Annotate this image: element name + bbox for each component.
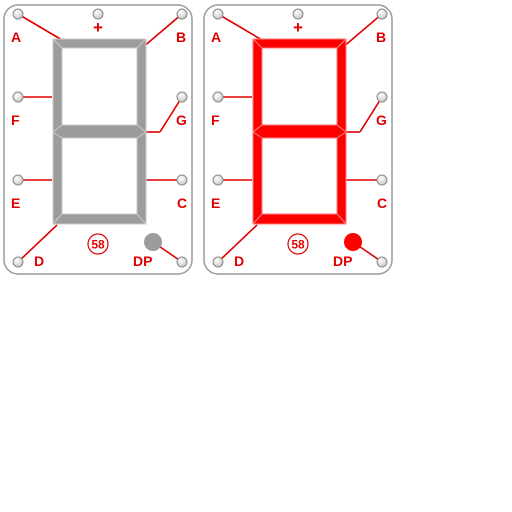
pin-a [12, 8, 24, 20]
label-a: A [211, 29, 221, 45]
segment-e [252, 131, 263, 225]
decimal-point [144, 233, 162, 251]
label-plus: + [293, 18, 303, 37]
segment-f [252, 38, 263, 133]
pin-a [212, 8, 224, 20]
pins [212, 8, 388, 268]
pins [12, 8, 188, 268]
pin-plus [92, 8, 104, 20]
label-c: C [377, 195, 387, 211]
segments [52, 38, 147, 225]
segment-a [252, 38, 347, 49]
label-g: G [376, 112, 387, 128]
segment-e [52, 131, 63, 225]
decimal-point [344, 233, 362, 251]
seven-segment-display-off: 58 A + B F G E C D DP [3, 4, 193, 275]
part-badge-circle [87, 233, 109, 255]
pin-d [212, 256, 224, 268]
pin-f [212, 91, 224, 103]
label-d: D [34, 253, 44, 269]
segments [252, 38, 347, 225]
label-a: A [11, 29, 21, 45]
pin-e [212, 174, 224, 186]
pin-b [176, 8, 188, 20]
segment-g [52, 124, 147, 139]
label-f: F [211, 112, 220, 128]
pin-c [176, 174, 188, 186]
pin-dp [176, 256, 188, 268]
segment-b [336, 38, 347, 133]
part-badge: 58 [291, 238, 305, 252]
label-d: D [234, 253, 244, 269]
pin-f [12, 91, 24, 103]
pin-e [12, 174, 24, 186]
pin-g [376, 91, 388, 103]
label-f: F [11, 112, 20, 128]
segment-c [136, 131, 147, 225]
pin-d [12, 256, 24, 268]
label-g: G [176, 112, 187, 128]
segment-g [252, 124, 347, 139]
label-dp: DP [133, 253, 152, 269]
segment-b [136, 38, 147, 133]
label-c: C [177, 195, 187, 211]
segment-d [52, 213, 147, 225]
pin-dp [376, 256, 388, 268]
segment-f [52, 38, 63, 133]
pin-labels: A + B F G E C D DP [11, 18, 187, 269]
pin-plus [292, 8, 304, 20]
pin-c [376, 174, 388, 186]
part-badge: 58 [91, 238, 105, 252]
pin-labels: A + B F G E C D DP [211, 18, 387, 269]
segment-c [336, 131, 347, 225]
pin-b [376, 8, 388, 20]
segment-d [252, 213, 347, 225]
label-b: B [376, 29, 386, 45]
pin-g [176, 91, 188, 103]
part-badge-circle [287, 233, 309, 255]
label-plus: + [93, 18, 103, 37]
label-e: E [11, 195, 20, 211]
wires [217, 13, 383, 263]
label-dp: DP [333, 253, 352, 269]
label-b: B [176, 29, 186, 45]
seven-segment-display-on: 58 A + B F G E C D DP [203, 4, 393, 275]
segment-a [52, 38, 147, 49]
label-e: E [211, 195, 220, 211]
